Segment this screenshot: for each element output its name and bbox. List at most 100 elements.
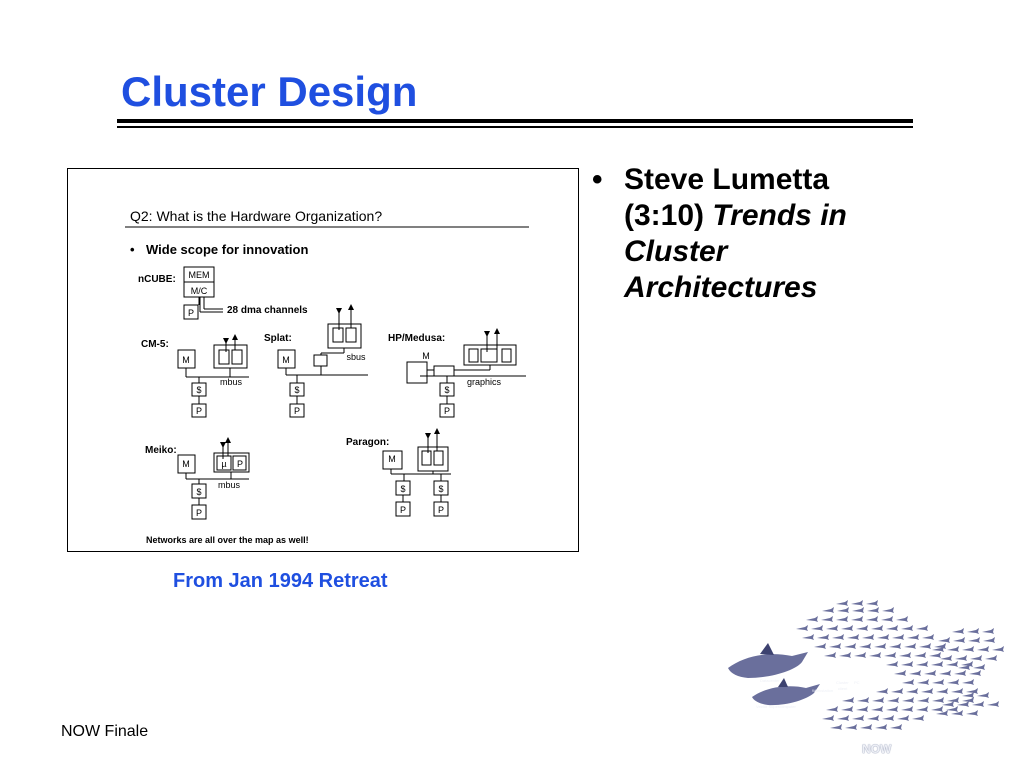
splat-m-label: M <box>282 355 290 365</box>
small-shark-shape <box>932 697 944 703</box>
meiko-bus-label: mbus <box>218 480 241 490</box>
small-shark-shape <box>957 701 969 707</box>
small-shark-shape <box>882 607 894 613</box>
hp-label: HP/Medusa: <box>388 333 445 344</box>
paragon-cache-label-2: $ <box>438 484 443 494</box>
small-shark-shape <box>966 688 978 694</box>
logo-word-now: NOW <box>862 742 892 756</box>
small-shark-shape <box>871 625 883 631</box>
small-shark-shape <box>946 706 958 712</box>
small-shark-shape <box>887 697 899 703</box>
small-shark-shape <box>856 625 868 631</box>
small-shark-shape <box>867 607 879 613</box>
small-shark-shape <box>951 710 963 716</box>
small-shark-shape <box>912 715 924 721</box>
small-shark-shape <box>907 634 919 640</box>
small-shark-shape <box>844 643 856 649</box>
small-shark-shape <box>806 616 818 622</box>
question-heading: Q2: What is the Hardware Organization? <box>130 208 382 224</box>
small-shark-shape <box>955 655 967 661</box>
small-shark-shape <box>916 706 928 712</box>
small-shark-shape <box>866 600 878 606</box>
hp-bus-label: graphics <box>467 377 502 387</box>
logo-line-vector: Vector Supercomputer <box>756 704 796 709</box>
small-shark-shape <box>906 688 918 694</box>
small-shark-shape <box>884 652 896 658</box>
small-shark-shape <box>958 664 970 670</box>
small-shark-shape <box>886 706 898 712</box>
title-rule-thin <box>117 126 913 128</box>
small-shark-shape <box>899 652 911 658</box>
hp-cache-label: $ <box>444 385 449 395</box>
cm5-p-box <box>191 403 207 418</box>
hp-p-box <box>439 403 455 418</box>
small-shark-shape <box>851 616 863 622</box>
big-shark-upper <box>728 643 808 678</box>
paragon-p-label-2: P <box>438 505 444 515</box>
small-shark-shape <box>962 697 974 703</box>
small-shark-shape <box>902 679 914 685</box>
bullet-body: Steve Lumetta (3:10) Trends in Cluster A… <box>624 162 912 306</box>
small-shark-shape <box>882 715 894 721</box>
paragon-m-label: M <box>388 454 396 464</box>
small-shark-shape <box>917 679 929 685</box>
small-shark-shape <box>821 616 833 622</box>
hp-p-label: P <box>444 406 450 416</box>
small-shark-shape <box>836 600 848 606</box>
small-shark-shape <box>841 706 853 712</box>
small-shark-shape <box>872 697 884 703</box>
small-shark-shape <box>877 634 889 640</box>
small-shark-shape <box>886 661 898 667</box>
meiko-m-label: M <box>182 459 190 469</box>
small-shark-shape <box>942 701 954 707</box>
ncube-mc-label: M/C <box>191 286 208 296</box>
logo-line-client: client <box>838 686 848 691</box>
paragon-m-box <box>382 450 403 470</box>
small-shark-shape <box>875 724 887 730</box>
architecture-diagram: Q2: What is the Hardware Organization? •… <box>125 208 529 545</box>
small-shark-shape <box>839 652 851 658</box>
ncube-mem-label: MEM <box>189 270 210 280</box>
small-shark-shape <box>946 661 958 667</box>
meiko-label: Meiko: <box>145 445 177 456</box>
small-shark-shape <box>947 646 959 652</box>
small-shark-shape <box>852 715 864 721</box>
title-rule-thick <box>117 119 913 123</box>
small-shark-shape <box>962 692 974 698</box>
bullet-item: • Steve Lumetta (3:10) Trends in Cluster… <box>592 162 912 306</box>
small-shark-shape <box>970 655 982 661</box>
small-shark-shape <box>914 652 926 658</box>
small-shark-shape <box>992 646 1004 652</box>
meiko-cache-label: $ <box>196 487 201 497</box>
small-shark-shape <box>814 643 826 649</box>
small-shark-shape <box>977 692 989 698</box>
small-shark-shape <box>953 637 965 643</box>
small-shark-shape <box>962 646 974 652</box>
small-shark-shape <box>897 715 909 721</box>
small-shark-shape <box>826 706 838 712</box>
small-shark-shape <box>909 670 921 676</box>
small-shark-shape <box>982 628 994 634</box>
small-shark-shape <box>845 724 857 730</box>
small-shark-shape <box>886 625 898 631</box>
small-shark-shape <box>859 643 871 649</box>
bullet-marker: • <box>592 163 603 196</box>
cm5-bus-label: mbus <box>220 377 243 387</box>
meiko-p-label: P <box>196 508 202 518</box>
small-shark-shape <box>947 697 959 703</box>
small-shark-shape <box>916 625 928 631</box>
small-shark-shape <box>901 625 913 631</box>
small-shark-shape <box>856 706 868 712</box>
logo-line-datacenter: Datacenter <box>760 678 780 683</box>
small-shark-shape <box>826 625 838 631</box>
bullet-italic-text: Trends in Cluster Architectures <box>624 199 847 304</box>
small-shark-shape <box>837 715 849 721</box>
ncube-p-label: P <box>188 308 194 318</box>
small-shark-shape <box>832 634 844 640</box>
logo-line-cluster: Cluster <box>836 680 849 685</box>
small-shark-shape <box>921 688 933 694</box>
splat-bus-label: sbus <box>346 352 366 362</box>
small-shark-school <box>796 600 1004 730</box>
hp-mc-box <box>433 365 455 377</box>
small-shark-shape <box>983 637 995 643</box>
